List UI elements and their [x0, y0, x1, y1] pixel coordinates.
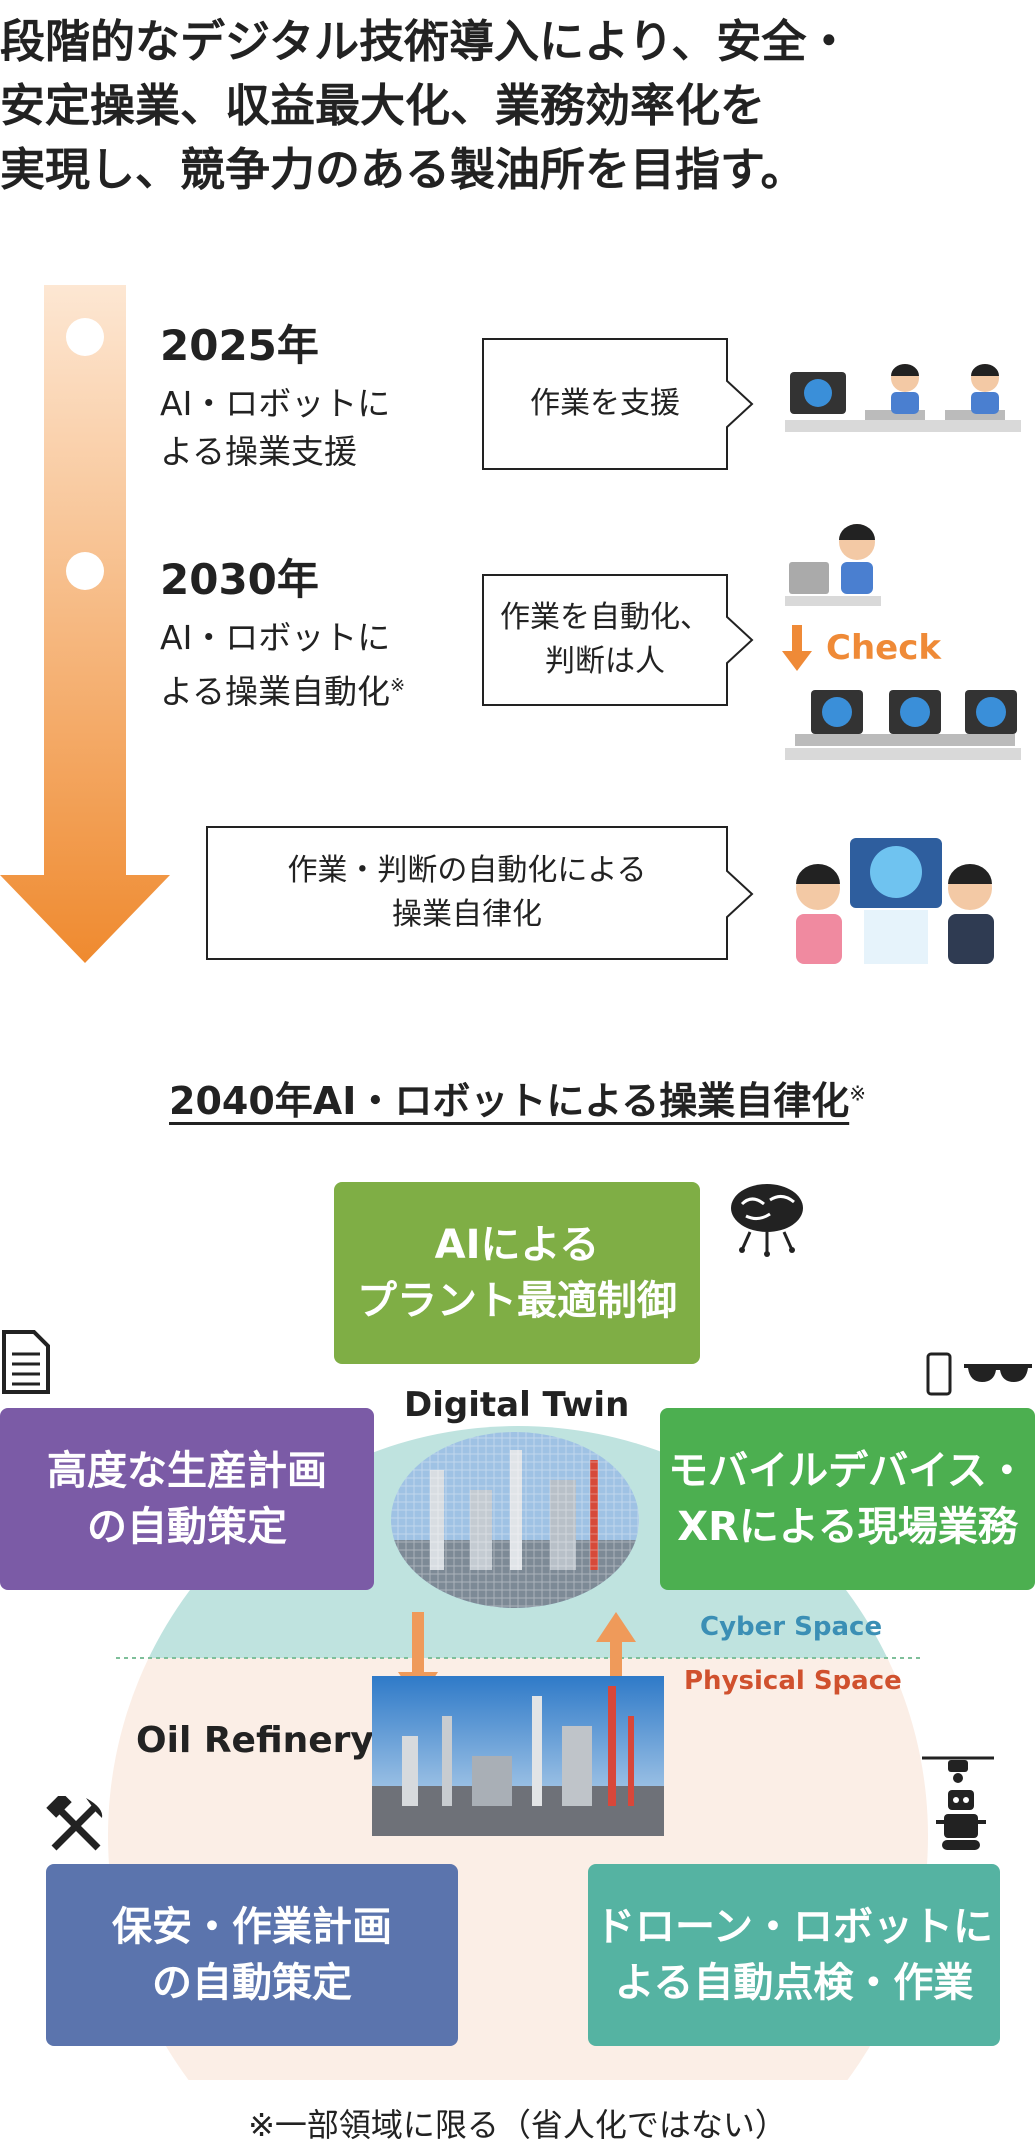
production-planning-box: 高度な生産計画 の自動策定 [0, 1408, 374, 1590]
safety-line1: 保安・作業計画 [112, 1904, 392, 1950]
mobile-xr-box: モバイルデバイス・ XRによる現場業務 [660, 1408, 1035, 1590]
stage2-callout-pointer [726, 616, 754, 665]
ai-plant-line2: プラント最適制御 [357, 1278, 677, 1324]
stage1-desc-line2: よる操業支援 [160, 432, 358, 471]
footnote: ※一部領域に限る（省人化ではない） [248, 2106, 787, 2144]
mobile-xr-line2: XRによる現場業務 [677, 1504, 1018, 1550]
digital-twin-image [391, 1432, 639, 1608]
drone-robot-box: ドローン・ロボットに よる自動点検・作業 [588, 1864, 1000, 2046]
document-icon [2, 1330, 50, 1394]
digital-twin-label: Digital Twin [404, 1385, 630, 1425]
ai-plant-line1: AIによる [434, 1222, 600, 1268]
section-2040-note-mark: ※ [849, 1081, 866, 1106]
stage3-callout-text: 作業・判断の自動化による 操業自律化 [287, 849, 646, 937]
stage2-description: AI・ロボットに よる操業自動化※ [160, 614, 405, 716]
drone-icon [922, 1756, 994, 1783]
year-2025: 2025年 [160, 321, 319, 370]
glasses-icon [964, 1364, 1032, 1382]
stage1-callout-pointer [726, 380, 754, 429]
timeline-dot-2030 [66, 552, 104, 590]
mobile-xr-line1: モバイルデバイス・ [668, 1448, 1027, 1494]
ai-plant-control-text: AIによる プラント最適制御 [357, 1217, 677, 1329]
stage2-callout: 作業を自動化、 判断は人 [482, 574, 728, 706]
check-label: Check [826, 628, 941, 668]
stage1-callout-text: 作業を支援 [530, 386, 680, 421]
safety-line2: の自動策定 [152, 1960, 352, 2006]
stage3-callout: 作業・判断の自動化による 操業自律化 [206, 826, 728, 960]
headline-line-3: 実現し、競争力のある製油所を目指す。 [0, 143, 806, 196]
ai-plant-control-box: AIによる プラント最適制御 [334, 1182, 700, 1364]
robot-icon [936, 1790, 986, 1850]
stage2-note-mark: ※ [390, 675, 406, 696]
timeline-dot-2025 [66, 318, 104, 356]
stage2-desc-line2-wrap: よる操業自動化※ [160, 662, 405, 716]
smartphone-icon [926, 1352, 952, 1396]
production-line2: の自動策定 [87, 1504, 287, 1550]
brain-icon [731, 1184, 803, 1257]
production-planning-text: 高度な生産計画 の自動策定 [47, 1443, 327, 1555]
mobile-xr-text: モバイルデバイス・ XRによる現場業務 [668, 1443, 1027, 1555]
stage2-callout-line2: 判断は人 [545, 644, 665, 679]
stage2-desc-line1: AI・ロボットに [160, 618, 391, 657]
stage3-callout-line1: 作業・判断の自動化による [287, 853, 647, 888]
stage2-callout-text: 作業を自動化、 判断は人 [500, 596, 710, 684]
drone-line2: よる自動点検・作業 [614, 1960, 974, 2006]
section-2040-title-text: 2040年AI・ロボットによる操業自律化 [169, 1079, 850, 1123]
cyber-space-label: Cyber Space [700, 1612, 883, 1642]
oil-refinery-label: Oil Refinery [136, 1720, 374, 1761]
stage1-callout: 作業を支援 [482, 338, 728, 470]
headline-line-2: 安定操業、収益最大化、業務効率化を [0, 79, 766, 132]
production-line1: 高度な生産計画 [47, 1448, 327, 1494]
physical-space-label: Physical Space [684, 1666, 902, 1696]
oil-refinery-photo [372, 1676, 664, 1836]
stage3-callout-pointer [726, 870, 754, 919]
stage2-desc-line2: よる操業自動化 [160, 672, 391, 711]
ai-automation-illustration [785, 690, 1021, 760]
drone-line1: ドローン・ロボットに [595, 1904, 993, 1950]
autonomous-celebration-illustration [796, 838, 994, 964]
stage2-callout-line1: 作業を自動化、 [500, 600, 710, 635]
stage1-description: AI・ロボットに よる操業支援 [160, 380, 390, 476]
safety-planning-box: 保安・作業計画 の自動策定 [46, 1864, 458, 2046]
timeline-arrow [0, 285, 170, 963]
stage3-callout-line2: 操業自律化 [391, 897, 542, 932]
stage1-desc-line1: AI・ロボットに [160, 384, 391, 423]
drone-robot-text: ドローン・ロボットに よる自動点検・作業 [595, 1899, 993, 2011]
year-2030: 2030年 [160, 555, 319, 604]
headline-line-1: 段階的なデジタル技術導入により、安全・ [0, 15, 852, 68]
headline: 段階的なデジタル技術導入により、安全・ 安定操業、収益最大化、業務効率化を 実現… [0, 10, 1030, 202]
ai-support-illustration [785, 364, 1021, 432]
safety-planning-text: 保安・作業計画 の自動策定 [112, 1899, 392, 2011]
check-arrow-icon [782, 625, 812, 671]
section-2040-title: 2040年AI・ロボットによる操業自律化※ [0, 1070, 1035, 1125]
hammer-pickaxe-icon [46, 1796, 103, 1851]
human-operator-illustration [785, 524, 881, 606]
